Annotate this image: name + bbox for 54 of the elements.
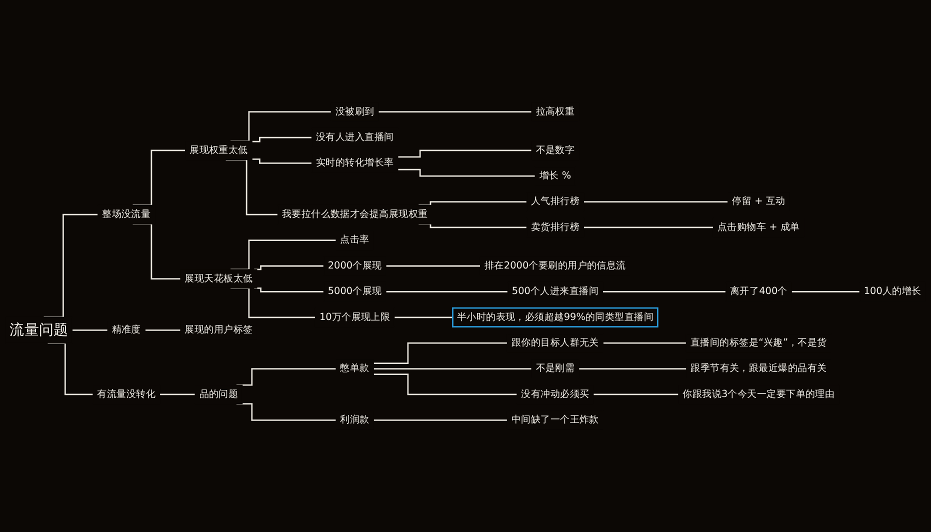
node-text: 500个人进来直播间 bbox=[512, 286, 598, 297]
node-text: 100人的增长 bbox=[864, 286, 922, 297]
connector bbox=[398, 150, 532, 158]
connector bbox=[252, 158, 312, 164]
connector bbox=[160, 394, 196, 396]
node-text: 跟你的目标人群无关 bbox=[511, 337, 599, 348]
node-text: 没有冲动必须买 bbox=[521, 388, 590, 400]
node-text: 不是刚需 bbox=[536, 362, 575, 374]
node-text: 点击购物车 + 成单 bbox=[717, 222, 800, 233]
connector bbox=[584, 226, 714, 228]
node-text: 点击率 bbox=[340, 234, 370, 246]
node-text: 中间缺了一个王炸款 bbox=[511, 414, 599, 426]
node-text: 没被刷到 bbox=[335, 106, 374, 118]
connector bbox=[394, 316, 453, 318]
connector bbox=[374, 419, 508, 421]
node-text: 展现的用户标签 bbox=[184, 324, 253, 336]
connector bbox=[72, 330, 108, 331]
node-text: 跟季节有关，跟最近爆的品有关 bbox=[690, 362, 827, 374]
node-text: 10万个展现上限 bbox=[319, 311, 390, 323]
node-text: 2000个展现 bbox=[328, 260, 382, 272]
connector bbox=[254, 288, 324, 292]
node-text: 实时的转化增长率 bbox=[316, 157, 394, 168]
node-text: 卖货排行榜 bbox=[530, 222, 580, 233]
node-text: 利润款 bbox=[340, 414, 370, 426]
node-text: 直播间的标签是“兴趣”，不是货 bbox=[690, 337, 827, 348]
node-text: 憋单款 bbox=[340, 362, 370, 374]
connector bbox=[386, 291, 508, 292]
node-text: 精准度 bbox=[112, 324, 141, 336]
node-text: 你跟我说3个今天一定要下单的理由 bbox=[682, 388, 835, 400]
node-text: 没有人进入直播间 bbox=[316, 132, 394, 143]
node-text: 排在2000个要刷的用户的信息流 bbox=[484, 260, 626, 272]
connector bbox=[378, 111, 532, 113]
connector bbox=[374, 342, 508, 364]
connector bbox=[602, 291, 726, 292]
connector bbox=[145, 330, 181, 331]
node-text: 停留 + 互动 bbox=[732, 196, 786, 207]
node-text: 增长 % bbox=[539, 170, 572, 182]
connector bbox=[252, 136, 312, 142]
connector bbox=[374, 368, 532, 370]
node-text: 离开了400个 bbox=[730, 286, 788, 297]
connector bbox=[584, 201, 728, 202]
connector bbox=[792, 291, 860, 292]
node-text: 不是数字 bbox=[536, 144, 575, 156]
node-text: 有流量没转化 bbox=[97, 388, 156, 400]
connector bbox=[603, 342, 686, 344]
node-text: 人气排行榜 bbox=[530, 196, 580, 207]
connector bbox=[578, 368, 686, 370]
connector bbox=[593, 394, 678, 396]
connector bbox=[398, 168, 536, 177]
connector bbox=[374, 374, 517, 396]
node-box: 半小时的表现，必须超越99%的同类型直播间 bbox=[452, 307, 658, 328]
node-text: 5000个展现 bbox=[328, 286, 382, 297]
node-text: 拉高权重 bbox=[536, 106, 575, 118]
connector bbox=[386, 265, 480, 267]
